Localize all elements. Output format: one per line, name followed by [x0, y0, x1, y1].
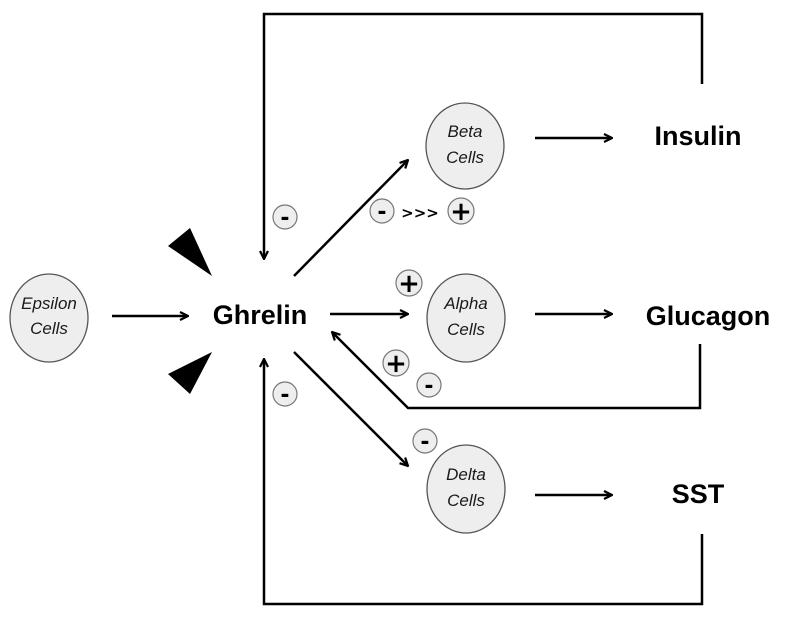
alpha-cell-label-line1: Alpha	[443, 294, 487, 313]
insulin-feedback-loop	[264, 12, 704, 259]
svg-text:-: -	[280, 383, 289, 408]
epsilon-cell-label-line1: Epsilon	[21, 294, 77, 313]
svg-text:-: -	[424, 374, 433, 399]
delta-cell: Delta Cells	[426, 444, 506, 534]
svg-text:-: -	[280, 206, 289, 231]
alpha-cell: Alpha Cells	[426, 273, 506, 363]
svg-text:-: -	[420, 430, 429, 455]
beta-cell-label-line2: Cells	[446, 148, 484, 167]
lower-wedge-indicator	[168, 352, 212, 394]
ghrelin-label: Ghrelin	[213, 300, 308, 330]
beta-effect-transition: >>>	[401, 204, 439, 222]
sst-feedback-loop	[264, 359, 704, 606]
ghrelin-to-delta-arrow	[293, 351, 408, 466]
epsilon-cell-label-line2: Cells	[30, 319, 68, 338]
sst-feedback-sign: -	[272, 381, 298, 408]
alpha-effect-plus-sign: +	[395, 269, 423, 299]
epsilon-cell: Epsilon Cells	[9, 273, 89, 363]
glucagon-feedback-plus-sign: +	[382, 349, 410, 379]
upper-wedge-indicator	[168, 228, 212, 276]
svg-text:+: +	[385, 349, 407, 379]
alpha-cell-label-line2: Cells	[447, 320, 485, 339]
beta-cell: Beta Cells	[425, 102, 505, 190]
svg-text:+: +	[398, 269, 420, 299]
svg-text:-: -	[377, 200, 386, 225]
ghrelin-to-beta-arrow	[293, 160, 408, 277]
glucagon-feedback-loop	[332, 332, 702, 410]
insulin-feedback-sign: -	[272, 204, 298, 231]
delta-effect-minus-sign: -	[412, 428, 438, 455]
beta-effect-minus-sign: -	[369, 198, 395, 225]
delta-cell-label-line2: Cells	[447, 491, 485, 510]
delta-cell-label-line1: Delta	[446, 465, 486, 484]
glucagon-feedback-minus-sign: -	[416, 372, 442, 399]
sst-label: SST	[672, 479, 725, 509]
insulin-label: Insulin	[655, 121, 742, 151]
svg-text:+: +	[450, 197, 472, 227]
beta-cell-label-line1: Beta	[448, 122, 483, 141]
glucagon-label: Glucagon	[646, 301, 771, 331]
beta-effect-plus-sign: +	[447, 197, 475, 227]
